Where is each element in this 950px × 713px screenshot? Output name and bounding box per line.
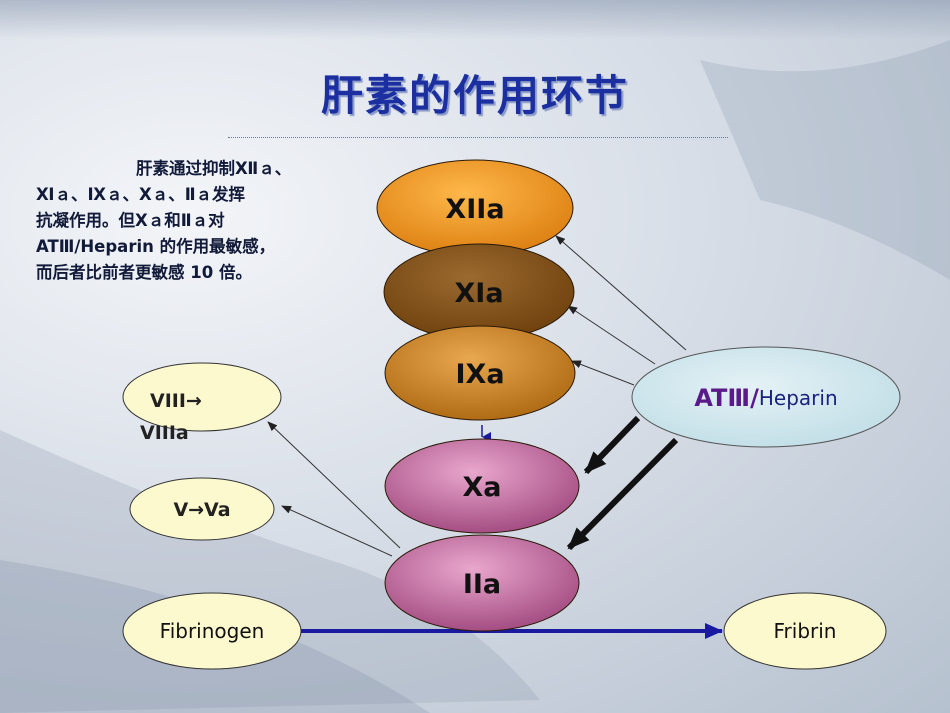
description-line-3: 抗凝作用。但Ⅹａ和Ⅱａ对: [36, 211, 225, 230]
factor-xa-node: [384, 438, 580, 534]
description-line-2: Ⅺａ、Ⅸａ、Ⅹａ、Ⅱａ发挥: [36, 185, 246, 204]
factor-ixa-node: [384, 325, 576, 421]
inhibit-arrow-xiia: [555, 235, 687, 351]
fibrin-node: [723, 592, 887, 670]
description-text: 肝素通过抑制Ⅻａ、 Ⅺａ、Ⅸａ、Ⅹａ、Ⅱａ发挥 抗凝作用。但Ⅹａ和Ⅱａ对 ATⅢ…: [36, 156, 336, 286]
inhibit-arrow-ixa: [571, 360, 635, 386]
inhibit-arrow-xia: [567, 305, 656, 365]
description-line-5: 而后者比前者更敏感 10 倍。: [36, 263, 252, 282]
inhibitor-node: [631, 346, 901, 448]
factor-iia-node: [384, 534, 580, 632]
activation-arrow-v: [281, 505, 393, 557]
inhibit-arrow-xa: [583, 415, 641, 475]
v-node: [129, 477, 275, 541]
activation-arrow-viii: [267, 421, 401, 549]
viii-node: [122, 362, 282, 432]
title-divider: [228, 137, 728, 138]
description-line-1: 肝素通过抑制Ⅻａ、: [136, 159, 292, 178]
factor-xiia-node: [376, 159, 574, 257]
inhibit-arrow-iia: [566, 437, 679, 551]
page-title: 肝素的作用环节: [320, 71, 629, 120]
fibrinogen-node: [122, 592, 302, 670]
description-line-4: ATⅢ/Heparin 的作用最敏感，: [36, 237, 276, 256]
